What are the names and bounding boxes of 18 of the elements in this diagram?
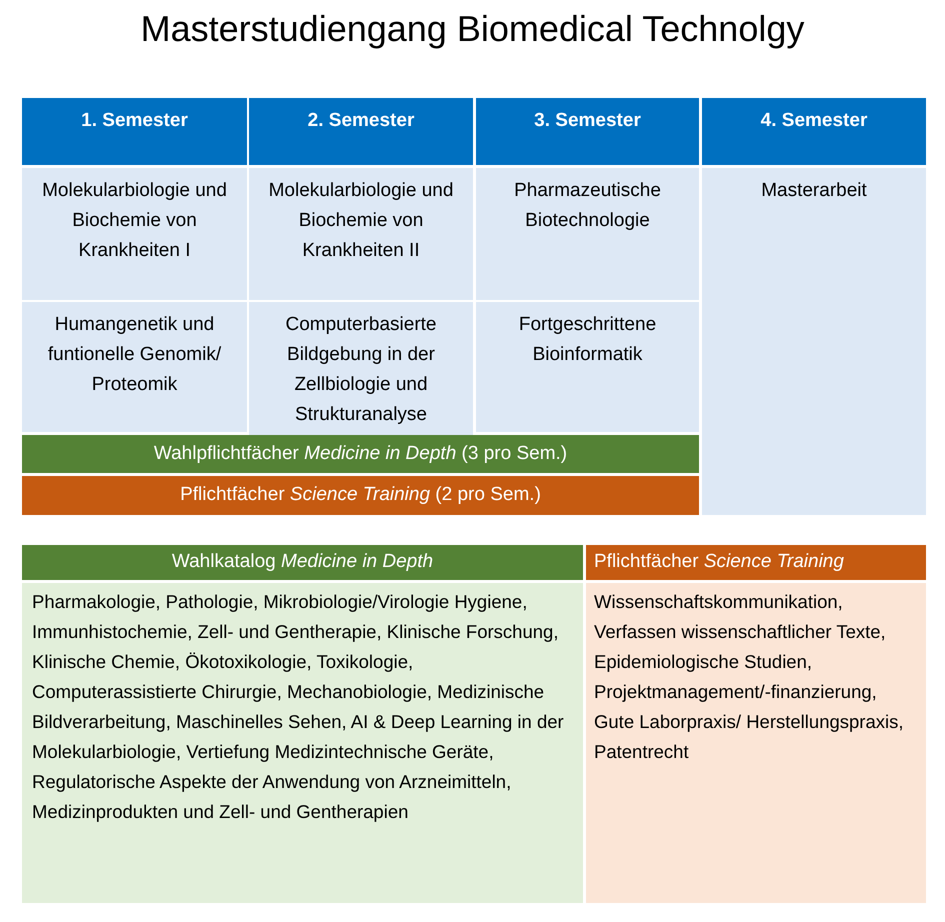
required-bar: Pflichtfächer Science Training (2 pro Sem.) <box>22 476 699 515</box>
semester-header: 2. Semester <box>249 98 473 165</box>
course-list: Pharmakologie, Pathologie, Mikrobiologie/Virologie Hygiene, Immunhistochemie, Zell- und Gentherapie, Klinische Forschung, Klinische Chemie, Ökotoxikologie, Toxikologie, Computerassistierte Chirurgie, Mechanobiologie, Medizinische Bildverarbeitung, Maschinelles Sehen, AI & Deep Learning in der Molekularbiologie, Vertiefung Medizintechnische Geräte, Regulatorische Aspekte der Anwendung von Arzneimitteln, Medizinprodukten und Zell- und Gentherapien <box>22 583 583 903</box>
course-list: Wissenschaftskommunikation, Verfassen wissenschaftlicher Texte, Epidemiologische Studien, Projektmanagement/-finanzierung, Gute Laborpraxis/ Herstellungspraxis, Patentrecht <box>586 583 926 903</box>
module-cell: Pharmazeutische Biotechnologie <box>476 168 699 300</box>
catalog-header: Wahlkatalog Medicine in Depth <box>22 545 583 580</box>
module-cell: Molekularbiologie und Biochemie von Krankheiten II <box>249 168 473 300</box>
module-cell: Masterarbeit <box>702 168 926 515</box>
semester-header: 3. Semester <box>476 98 699 165</box>
module-cell: Humangenetik und funtionelle Genomik/ Proteomik <box>22 302 247 432</box>
semester-header: 1. Semester <box>22 98 247 165</box>
title: Masterstudiengang Biomedical Technolgy <box>140 8 806 50</box>
module-cell: Fortgeschrittene Bioinformatik <box>476 302 699 432</box>
elective-bar: Wahlpflichtfächer Medicine in Depth (3 pro Sem.) <box>22 435 699 473</box>
module-cell: Molekularbiologie und Biochemie von Krankheiten I <box>22 168 247 300</box>
semester-header: 4. Semester <box>702 98 926 165</box>
module-cell: Computerbasierte Bildgebung in der Zellbiologie und Strukturanalyse <box>249 302 473 438</box>
catalog-header: Pflichtfächer Science Training <box>586 545 926 580</box>
